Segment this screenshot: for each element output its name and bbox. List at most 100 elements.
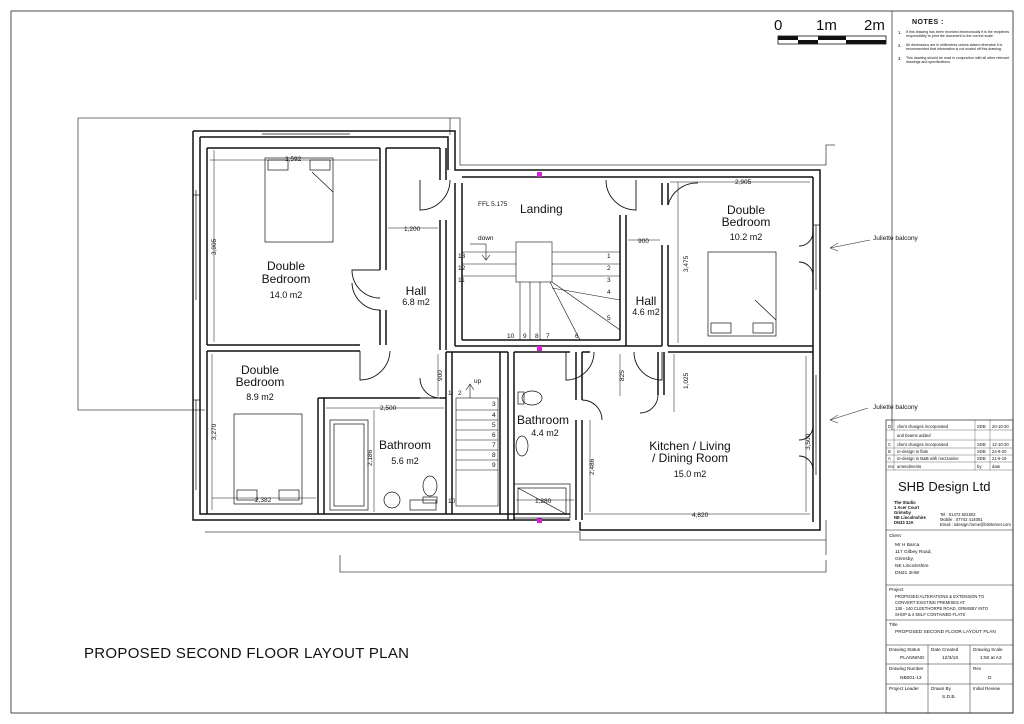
client-line-2: 117 Gilbey Road,	[895, 549, 932, 555]
notes-panel: NOTES : 1. If this drawing has been rece…	[891, 11, 1010, 430]
rev-label: Rev	[973, 666, 982, 671]
stair-num-10: 10	[507, 333, 515, 340]
date-created-label: Date Created	[931, 647, 959, 652]
bed3-name-1: Double	[727, 203, 765, 217]
stair-num-11: 11	[458, 277, 465, 284]
stair-lower-num-10: 10	[448, 498, 456, 505]
title-value: PROPOSED SECOND FLOOR LAYOUT PLAN	[895, 629, 996, 635]
stair-lower-num-6: 6	[492, 432, 496, 439]
stair-num-6: 6	[575, 333, 579, 340]
note-num-2: 2.	[898, 43, 902, 48]
kitchen-name-1: Kitchen / Living	[649, 439, 730, 453]
room-labels: Double Bedroom 14.0 m2 Hall 6.8 m2 FFL 5…	[236, 201, 771, 479]
dimension-labels: 3,592 3,905 1,200 2,905 900 3,475 3,270 …	[211, 156, 812, 519]
dim-shower-width: 1,280	[535, 498, 552, 505]
scale-bar: 0 1m 2m	[774, 17, 887, 45]
dim-bed1-height: 3,905	[211, 238, 218, 255]
client-line-5: DN31 2HW	[895, 570, 920, 576]
client-label: Client	[889, 533, 901, 538]
stair-num-3: 3	[607, 277, 611, 284]
note-num-3: 3.	[898, 56, 902, 61]
project-leader-label: Project Leader	[889, 686, 919, 691]
stair-lower-labels: up 1 2 3 4 5 6 7 8 9 10	[448, 378, 496, 505]
dim-bath1-height: 2,186	[367, 449, 374, 466]
company-address-3: Grimsby	[894, 510, 912, 515]
note-text-3: This drawing should be read in conjuncti…	[906, 56, 1010, 65]
client-line-3: Grimsby,	[895, 556, 914, 562]
rev-d-desc-1: client changes incorporated	[897, 424, 949, 429]
scale-label-1m: 1m	[816, 17, 837, 34]
juliette-balcony-1: Juliette balcony	[873, 235, 919, 242]
rev-d-by: SDB	[977, 424, 986, 429]
notes-heading: NOTES :	[912, 19, 944, 26]
dim-bed2-width: 2,382	[255, 497, 272, 504]
dim-bath1-width: 2,500	[380, 405, 397, 412]
doors	[351, 179, 814, 471]
kitchen-name-2: / Dining Room	[652, 451, 728, 465]
rev-b-desc-1: re-design to flats	[897, 449, 928, 454]
stair-lower-num-4: 4	[492, 412, 496, 419]
bath2-area: 4.4 m2	[531, 428, 559, 438]
stair-num-13: 13	[458, 253, 466, 260]
note-num-1: 1.	[898, 30, 902, 35]
project-line-4: SHOP & 4 SELF CONTAINED FLATS	[895, 612, 965, 617]
dim-hall1-width: 1,200	[404, 226, 421, 233]
drawing-title: PROPOSED SECOND FLOOR LAYOUT PLAN	[84, 645, 409, 662]
furniture	[233, 157, 777, 519]
stair-num-4: 4	[607, 289, 611, 296]
dimension-lines	[210, 150, 810, 515]
rev-c-desc-1: client changes incorporated	[897, 442, 949, 447]
bed1-area: 14.0 m2	[270, 290, 303, 300]
bed1-name-1: Double	[267, 259, 305, 273]
company-address-4: NE Lincolnshire	[894, 515, 927, 520]
dim-bed1-width: 3,592	[285, 156, 302, 163]
stair-num-5: 5	[607, 315, 611, 322]
scale-label-0: 0	[774, 17, 782, 34]
drawing-number-label: Drawing Number	[889, 666, 924, 671]
stair-lower-num-3: 3	[492, 401, 496, 408]
stair-upper	[462, 241, 621, 341]
title-label: Title	[889, 622, 898, 627]
stair-lower-num-2: 2	[458, 390, 462, 397]
hall1-area: 6.8 m2	[402, 297, 430, 307]
stair-num-1: 1	[607, 253, 611, 260]
dim-passage-width: 900	[437, 370, 444, 381]
stair-lower	[455, 383, 499, 507]
rev-b-date: 24-9-20	[992, 449, 1007, 454]
stair-num-9: 9	[523, 333, 527, 340]
hall2-area: 4.6 m2	[632, 307, 660, 317]
drawing-scale-label: Drawing Scale	[973, 647, 1003, 652]
sheet-border	[10, 10, 1014, 714]
project-line-2: CONVERT EXISTING PREMISES AT	[895, 600, 965, 605]
company-address-5: DN33 3JA	[894, 520, 914, 525]
rev-b-by: SDB	[977, 449, 986, 454]
rev-a-code: A	[888, 456, 891, 461]
drawn-by-label: Drawn By	[931, 686, 952, 691]
landing-name: Landing	[520, 202, 563, 216]
stair-lower-num-1: 1	[448, 390, 452, 397]
client-line-4: NE Lincolnshire	[895, 563, 929, 569]
rev-d-desc-2: and beams added	[897, 433, 931, 438]
company-contact-3: Email : sdesign.home@btinternet.com	[940, 522, 1011, 527]
balcony-annotations: Juliette balcony Juliette balcony	[829, 235, 919, 424]
rev-a-desc-1: re-design to B&B with mezzanine	[897, 456, 959, 461]
bed3-area: 10.2 m2	[730, 232, 763, 242]
dim-bed3-width: 2,905	[735, 179, 752, 186]
company-address-2: 1 Acer Court	[894, 505, 920, 510]
stair-lower-num-9: 9	[492, 462, 496, 469]
project-label: Project	[889, 587, 904, 592]
rev-a-date: 21-6-19	[992, 456, 1007, 461]
rev-c-code: C	[888, 442, 891, 447]
scale-label-2m: 2m	[864, 17, 885, 34]
bed2-name-2: Bedroom	[236, 375, 285, 389]
company-contact-1: Tel : 01472 501502	[940, 512, 976, 517]
bath1-area: 5.6 m2	[391, 456, 419, 466]
drawing-status-label: Drawing Status	[889, 647, 921, 652]
bed3-name-2: Bedroom	[722, 215, 771, 229]
hall2-name: Hall	[636, 294, 657, 308]
rev-header-by: by	[977, 464, 982, 469]
stair-num-2: 2	[607, 265, 611, 272]
note-text-1: If this drawing has been received electr…	[906, 30, 1010, 39]
rev-a-by: SDB	[977, 456, 986, 461]
